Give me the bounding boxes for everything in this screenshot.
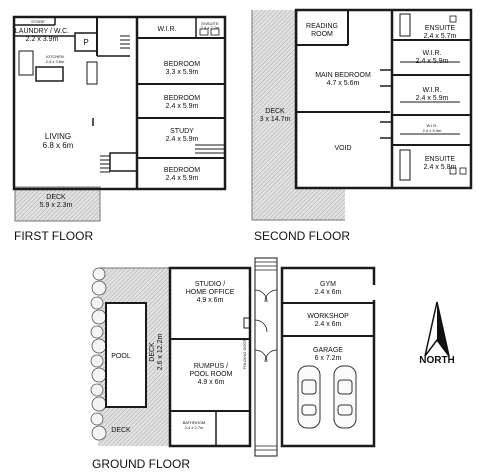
- first-deck-label: DECK: [46, 194, 66, 201]
- bathroom-dim: 2.4 x 2.7m: [185, 425, 204, 430]
- bedroom2-label: BEDROOM: [164, 95, 200, 102]
- bedroom1-label: BEDROOM: [164, 61, 200, 68]
- north-label: NORTH: [419, 355, 455, 366]
- second-floor-plan: [251, 8, 473, 221]
- garage-label: GARAGE: [313, 347, 343, 354]
- laundry-dim: 2.2 x 3.9m: [26, 36, 59, 43]
- rumpus-label-2: POOL ROOM: [190, 371, 233, 378]
- first-deck-dim: 5.9 x 2.3m: [40, 202, 73, 209]
- studio-label: STUDIO /: [195, 281, 225, 288]
- store-label: STORE: [31, 19, 45, 24]
- car-icon: [297, 365, 321, 429]
- living-label: LIVING: [45, 132, 71, 141]
- hedge-shrubs: [90, 267, 107, 441]
- study-label: STUDY: [170, 128, 194, 135]
- reading-label-2: ROOM: [311, 31, 333, 38]
- first-floor-deck: [14, 186, 101, 222]
- wir2-label: W.I.R.: [422, 87, 441, 94]
- bedroom2-dim: 2.4 x 5.9m: [166, 103, 199, 110]
- rumpus-label: RUMPUS /: [194, 363, 228, 370]
- wir1-dim: 2.4 x 5.9m: [416, 58, 449, 65]
- living-dim: 6.8 x 6m: [43, 141, 74, 150]
- first-floor-outline: [12, 15, 227, 191]
- wir-label: W.I.R.: [157, 26, 176, 33]
- second-deck-label: DECK: [265, 108, 285, 115]
- garage-dim: 6 x 7.2m: [315, 355, 342, 362]
- kitchen-label: KITCHEN: [46, 54, 64, 59]
- reading-label: READING: [306, 23, 338, 30]
- main-bedroom-dim: 4.7 x 5.6m: [327, 80, 360, 87]
- studio-dim: 4.9 x 6m: [197, 297, 224, 304]
- second-floor-title: SECOND FLOOR: [254, 229, 350, 243]
- ensuite-dim: 2.4 x 2.2m: [201, 25, 220, 30]
- ground-floor-title: GROUND FLOOR: [92, 457, 190, 471]
- kitchen-bench: [18, 50, 34, 76]
- pool-shape: [105, 302, 147, 408]
- rumpus-dim: 4.9 x 6m: [198, 379, 225, 386]
- second-deck-dim: 3 x 14.7m: [260, 116, 291, 123]
- ground-deck-label: DECK: [111, 427, 131, 434]
- wir2-dim: 2.4 x 5.9m: [416, 95, 449, 102]
- pool-label: POOL: [111, 353, 131, 360]
- first-floor-labels: STORE LAUNDRY / W.C. 2.2 x 3.9m P KITCHE…: [14, 19, 220, 243]
- first-floor-plan: [12, 15, 227, 222]
- ensuite2-dim: 2.4 x 5.8m: [424, 164, 457, 171]
- car-icon: [333, 365, 357, 429]
- ground-west-wing: [168, 266, 252, 448]
- side-deck-label: DECK: [149, 342, 156, 362]
- gym-label: GYM: [320, 281, 336, 288]
- void-label: VOID: [334, 145, 351, 152]
- ensuite1-dim: 2.4 x 5.7m: [424, 33, 457, 40]
- bedroom3-label: BEDROOM: [164, 167, 200, 174]
- wir3-dim: 2.4 x 5.9m: [423, 128, 442, 133]
- first-floor-title: FIRST FLOOR: [14, 229, 93, 243]
- pantry-label: P: [83, 38, 88, 47]
- gym-dim: 2.4 x 6m: [315, 289, 342, 296]
- main-bedroom-label: MAIN BEDROOM: [315, 72, 371, 79]
- side-deck-dim: 2.6 x 12.2m: [157, 334, 164, 371]
- workshop-label: WORKSHOP: [307, 313, 349, 320]
- wir1-label: W.I.R.: [422, 50, 441, 57]
- kitchen-dim: 2.4 x 3.6m: [46, 59, 65, 64]
- ensuite2-label: ENSUITE: [425, 156, 456, 163]
- second-floor-labels: READING ROOM ENSUITE 2.4 x 5.7m MAIN BED…: [254, 23, 457, 243]
- bedroom1-dim: 3.3 x 5.9m: [166, 69, 199, 76]
- workshop-dim: 2.4 x 6m: [315, 321, 342, 328]
- second-floor-outline: [294, 8, 473, 190]
- second-floor-deck: [252, 10, 298, 220]
- bathroom-label: BATHROOM: [183, 420, 206, 425]
- studio-label-2: HOME OFFICE: [186, 289, 235, 296]
- ground-east-wing: [280, 266, 376, 448]
- ground-floor-plan: [90, 257, 376, 457]
- north-arrow-icon: [424, 301, 450, 357]
- folding-door-label: FOLDING DOOR: [242, 338, 247, 369]
- kitchen-island: [35, 66, 64, 82]
- laundry-label: LAUNDRY / W.C.: [15, 28, 69, 35]
- ground-floor-labels: STUDIO / HOME OFFICE 4.9 x 6m GYM 2.4 x …: [92, 281, 349, 471]
- study-dim: 2.4 x 5.9m: [166, 136, 199, 143]
- wir3-label: W.I.R.: [427, 123, 438, 128]
- bedroom3-dim: 2.4 x 5.9m: [166, 175, 199, 182]
- ensuite1-label: ENSUITE: [425, 25, 456, 32]
- ensuite-label: ENSUITE: [201, 21, 219, 26]
- breezeway: [254, 257, 278, 457]
